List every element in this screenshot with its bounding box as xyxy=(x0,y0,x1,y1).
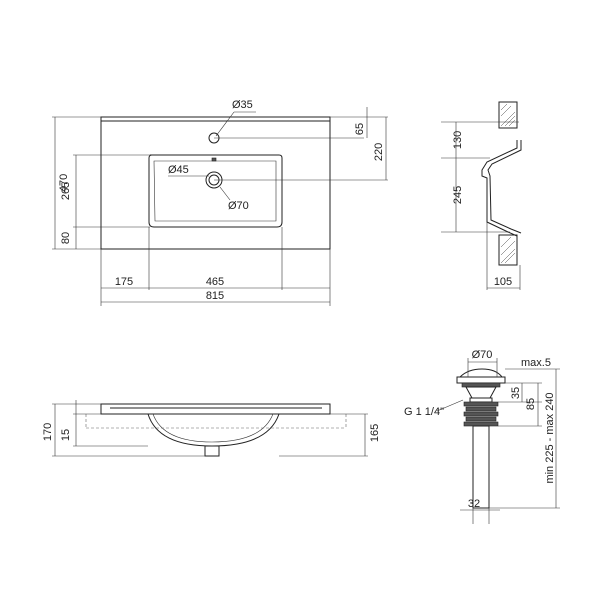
countertop-front xyxy=(100,403,331,415)
wall-lower xyxy=(498,234,518,266)
label-drain-outer: Ø70 xyxy=(228,200,249,212)
dim-valve-35: 35 xyxy=(510,387,522,399)
dim-height-basin: 265 xyxy=(60,182,72,200)
dim-side-depth: 105 xyxy=(494,276,512,288)
dim-drain-offset: 220 xyxy=(373,143,385,161)
label-thread: G 1 1/4" xyxy=(404,406,444,418)
dim-valve-85: 85 xyxy=(525,398,537,410)
dim-tap-offset: 65 xyxy=(354,123,366,135)
dim-height-total: 470 xyxy=(58,174,70,192)
label-cap-height: max.5 xyxy=(521,357,551,369)
basin-inner-outline xyxy=(153,160,277,222)
dim-valve-length-range: min 225 - max 240 xyxy=(544,392,556,483)
thread-section xyxy=(463,401,499,427)
dim-width-basin: 465 xyxy=(206,276,224,288)
valve-pipe xyxy=(472,425,490,509)
label-tap-hole: Ø35 xyxy=(232,99,253,111)
dim-valve-pipe: 32 xyxy=(468,498,480,510)
top-view: 470 265 80 175 465 815 65 220 Ø35 Ø45 Ø7… xyxy=(52,99,388,306)
front-view: 170 15 165 xyxy=(42,400,381,457)
wall-upper xyxy=(498,101,518,129)
label-cap-diameter: Ø70 xyxy=(472,349,493,361)
drain-stub xyxy=(204,445,220,457)
bowl-front xyxy=(147,413,280,447)
side-section: 130 245 105 xyxy=(441,101,522,290)
dim-front-bowl: 165 xyxy=(369,424,381,442)
dim-height-front: 80 xyxy=(60,232,72,244)
dim-side-upper: 130 xyxy=(452,131,464,149)
valve-cap xyxy=(458,368,504,378)
dim-front-total: 170 xyxy=(42,423,54,441)
basin-outline xyxy=(148,154,283,228)
overflow-slot xyxy=(211,157,217,162)
drain-valve: Ø70 max.5 G 1 1/4" 35 85 min 225 - max 2… xyxy=(404,349,560,524)
valve-flange xyxy=(461,382,501,388)
basin-profile xyxy=(481,140,518,237)
dim-width-left: 175 xyxy=(115,276,133,288)
dim-width-total: 815 xyxy=(206,290,224,302)
dim-side-lower: 245 xyxy=(452,186,464,204)
countertop-outline xyxy=(100,116,331,250)
label-drain-inner: Ø45 xyxy=(168,164,189,176)
dim-front-rim: 15 xyxy=(60,429,72,441)
